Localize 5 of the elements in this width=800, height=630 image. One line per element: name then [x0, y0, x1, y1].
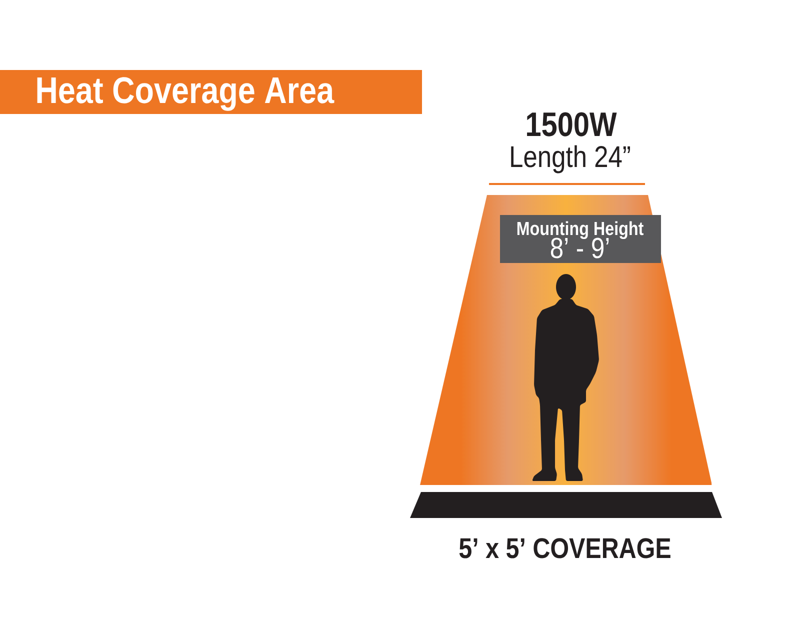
title-banner: Heat Coverage Area [0, 70, 422, 114]
info-box: Mounting Height 8’ - 9’ [500, 215, 661, 263]
length-label: Length 24” [511, 145, 630, 174]
wattage-label: 1500W [527, 112, 617, 136]
coverage-label: 5’ x 5’ COVERAGE [459, 538, 670, 558]
